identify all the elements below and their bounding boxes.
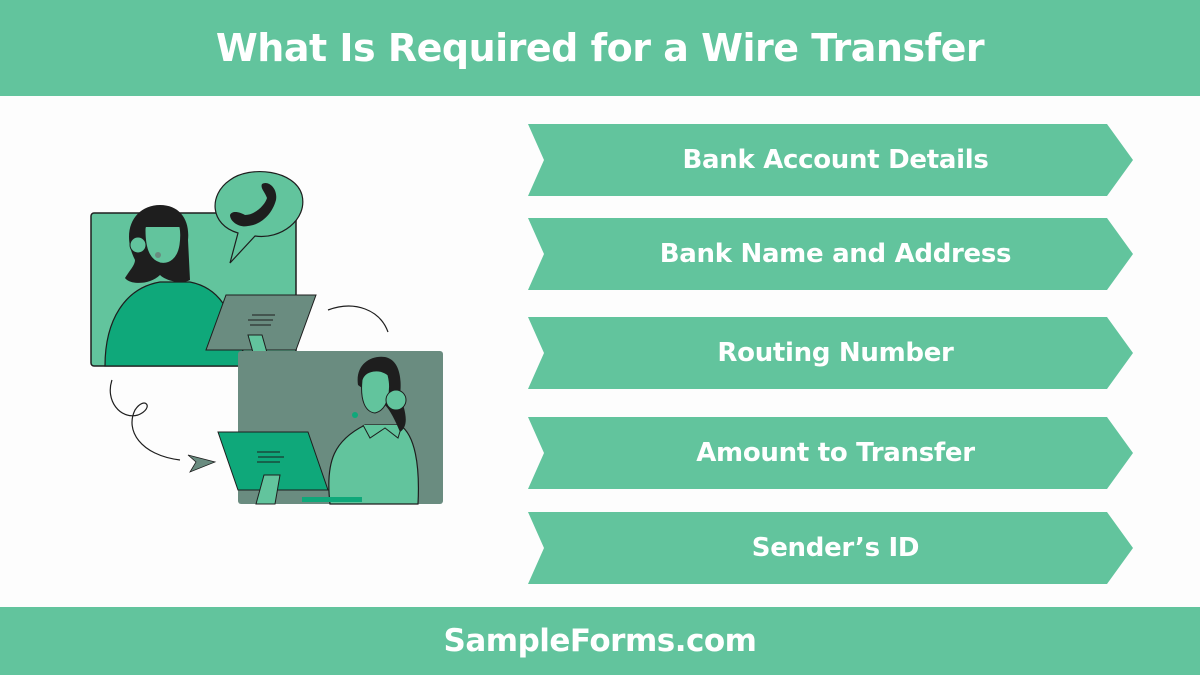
requirement-label: Amount to Transfer: [696, 438, 975, 468]
monitor-two: [217, 431, 329, 491]
requirement-label: Bank Account Details: [682, 145, 989, 175]
requirement-item: Routing Number: [528, 317, 1133, 389]
connector-curve: [327, 305, 389, 333]
headset-icon: [129, 236, 147, 254]
customer-service-illustration: [80, 170, 460, 520]
arrow-icon: [187, 454, 217, 473]
headset-icon: [385, 389, 407, 411]
requirement-item: Bank Name and Address: [528, 218, 1133, 290]
header-banner: What Is Required for a Wire Transfer: [0, 0, 1200, 96]
curly-connector: [109, 379, 181, 461]
requirement-label: Routing Number: [717, 338, 954, 368]
requirement-item: Amount to Transfer: [528, 417, 1133, 489]
page-title: What Is Required for a Wire Transfer: [215, 26, 985, 70]
footer-banner: SampleForms.com: [0, 607, 1200, 675]
monitor-one: [205, 294, 317, 351]
phone-icon: [230, 182, 277, 227]
brand-name: SampleForms.com: [443, 623, 757, 659]
requirement-label: Bank Name and Address: [659, 239, 1012, 269]
requirement-item: Bank Account Details: [528, 124, 1133, 196]
requirement-label: Sender’s ID: [751, 533, 920, 563]
requirement-item: Sender’s ID: [528, 512, 1133, 584]
